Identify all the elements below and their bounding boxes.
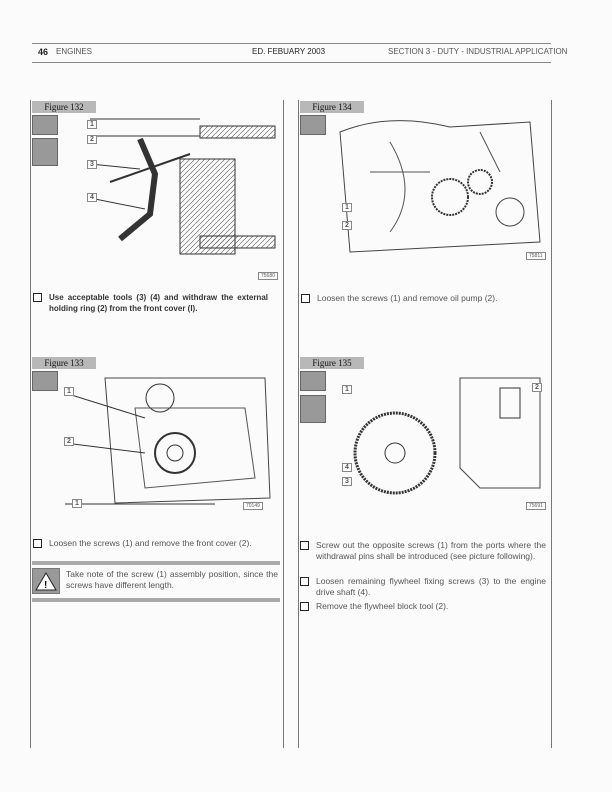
step-item: Screw out the opposite screws (1) from t… bbox=[300, 540, 546, 562]
svg-text:!: ! bbox=[44, 580, 47, 591]
figure-code: 70149 bbox=[243, 502, 263, 510]
checkbox-icon bbox=[301, 294, 310, 303]
figure-134-drawing bbox=[339, 120, 541, 253]
step-item: Loosen the screws (1) and remove the fro… bbox=[33, 538, 278, 549]
callout: 1 bbox=[342, 385, 352, 394]
figure-code: 75680 bbox=[258, 272, 278, 280]
callout: 4 bbox=[87, 193, 97, 202]
callout: 3 bbox=[87, 160, 97, 169]
header-section-left: ENGINES bbox=[56, 47, 93, 56]
checkbox-icon bbox=[300, 541, 309, 550]
column-rule bbox=[30, 100, 31, 748]
step-item: Loosen the screws (1) and remove oil pum… bbox=[301, 293, 546, 304]
callout: 1 bbox=[64, 387, 74, 396]
figure-label: Figure 134 bbox=[300, 101, 364, 113]
warning-text: Take note of the screw (1) assembly posi… bbox=[66, 569, 278, 590]
callout: 2 bbox=[342, 221, 352, 230]
disassembly-icon bbox=[32, 371, 58, 391]
figure-label: Figure 133 bbox=[32, 357, 96, 369]
column-rule bbox=[551, 100, 552, 748]
page-number: 46 bbox=[38, 47, 49, 57]
callout: 4 bbox=[342, 463, 352, 472]
figure-133-drawing bbox=[65, 377, 271, 505]
header-rule-bottom bbox=[32, 62, 551, 63]
column-rule bbox=[283, 100, 284, 748]
checkbox-icon bbox=[33, 539, 42, 548]
figure-label: Figure 135 bbox=[300, 357, 364, 369]
step-item: Use acceptable tools (3) (4) and withdra… bbox=[33, 292, 268, 314]
callout: 3 bbox=[342, 477, 352, 486]
checkbox-icon bbox=[300, 602, 309, 611]
figure-135-drawing bbox=[353, 377, 541, 495]
disassembly-icon bbox=[300, 115, 326, 135]
figure-code: 75811 bbox=[526, 252, 546, 260]
callout: 1 bbox=[342, 203, 352, 212]
warning-icon: ! bbox=[32, 568, 60, 594]
disassembly-icon bbox=[300, 371, 326, 391]
figure-label: Figure 132 bbox=[32, 101, 96, 113]
column-rule bbox=[298, 100, 299, 748]
header-section-right: SECTION 3 - DUTY - INDUSTRIAL APPLICATIO… bbox=[388, 47, 568, 56]
figure-132-drawing bbox=[89, 118, 276, 255]
warning-rule bbox=[32, 561, 280, 565]
header-rule-top bbox=[32, 43, 551, 44]
checkbox-icon bbox=[33, 293, 42, 302]
step-item: Remove the flywheel block tool (2). bbox=[300, 601, 546, 612]
tool-icon bbox=[32, 138, 58, 166]
callout: 2 bbox=[64, 437, 74, 446]
callout: 2 bbox=[87, 135, 97, 144]
header-edition: ED. FEBUARY 2003 bbox=[252, 47, 326, 56]
callout: 1 bbox=[87, 120, 97, 129]
step-item: Loosen remaining flywheel fixing screws … bbox=[300, 576, 546, 598]
checkbox-icon bbox=[300, 577, 309, 586]
callout: 2 bbox=[532, 383, 542, 392]
warning-rule bbox=[32, 598, 280, 602]
tool-icon bbox=[300, 395, 326, 423]
disassembly-icon bbox=[32, 115, 58, 135]
callout: 1 bbox=[72, 499, 82, 508]
figure-code: 75691 bbox=[526, 502, 546, 510]
